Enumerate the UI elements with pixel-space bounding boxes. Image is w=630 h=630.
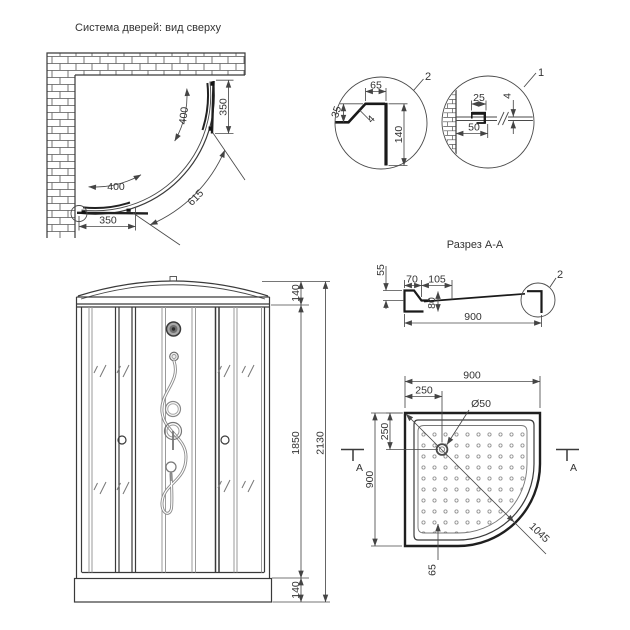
svg-text:900: 900: [463, 370, 481, 382]
svg-text:80: 80: [426, 297, 438, 309]
svg-text:350: 350: [99, 215, 117, 227]
detail-2-drawing: 2 65 35 4 140: [329, 71, 431, 170]
break-symbol: [497, 111, 509, 126]
dim-80: 80: [426, 291, 441, 312]
door-roller: [208, 126, 212, 131]
sliding-door-top: [201, 82, 209, 131]
dim-25: 25: [471, 92, 487, 111]
tray-outline: [403, 411, 542, 548]
svg-text:1045: 1045: [527, 520, 552, 545]
dim-door-bottom-400: 400: [88, 174, 142, 193]
dim-tray-140: 140: [290, 581, 302, 599]
tray-floor: [423, 292, 526, 303]
dim-35: 35: [329, 103, 363, 123]
section-detail-circle: [520, 282, 556, 318]
dim-body-1850: 1850: [290, 431, 302, 455]
svg-text:4: 4: [502, 93, 514, 99]
svg-text:50: 50: [468, 122, 480, 134]
dim-side-bottom-350: 350: [78, 207, 136, 231]
door-handle-left: [117, 435, 127, 445]
svg-text:250: 250: [415, 385, 433, 397]
svg-text:65: 65: [427, 564, 439, 576]
fixed-panel-right: [210, 80, 215, 134]
svg-text:25: 25: [473, 92, 485, 104]
section-marker-right: А: [556, 448, 579, 474]
dim-140: 140: [388, 103, 408, 166]
dim-4: 4: [502, 93, 517, 134]
dim-total-2130: 2130: [315, 431, 327, 455]
dim-70: 70: [404, 274, 422, 297]
section-a-a-drawing: Разрез А-А 2 55 70 105 80: [375, 239, 563, 327]
svg-text:35: 35: [329, 105, 344, 120]
dim-65: 65: [365, 80, 387, 101]
glass-reflection-marks: [93, 364, 255, 495]
svg-text:А: А: [356, 462, 363, 474]
section-title: Разрез А-А: [447, 239, 504, 251]
tray-top-view-drawing: 900 250 Ø50 250 900 1045 65: [341, 370, 579, 576]
detail-1-ref: 1: [538, 67, 544, 79]
glass-panel-lines: [456, 116, 533, 121]
dim-rim-65: 65: [427, 523, 441, 576]
door-roller: [210, 81, 214, 86]
detail-1-drawing: 1 25 4 50: [441, 67, 544, 169]
section-marker-left: А: [341, 448, 364, 474]
dim-4-leader: 4: [359, 109, 378, 126]
dim-tray-900-top: 900: [404, 370, 541, 408]
glass-panels: [88, 307, 262, 573]
svg-text:615: 615: [185, 187, 206, 208]
dim-900-section: 900: [404, 311, 542, 327]
dim-105: 105: [421, 274, 453, 300]
door-roller: [126, 208, 131, 212]
cabin-tray-front: [73, 577, 273, 603]
dim-door-top-400: 400: [174, 88, 191, 142]
svg-text:65: 65: [370, 80, 382, 92]
fixed-panel-bottom: [76, 211, 149, 215]
door-handle-right: [220, 435, 230, 445]
mixer-knob-upper: [164, 400, 182, 418]
svg-text:400: 400: [177, 106, 191, 125]
svg-text:А: А: [570, 462, 577, 474]
svg-text:900: 900: [364, 471, 376, 489]
shower-column: [160, 321, 188, 515]
front-view-dimensions: 140 1850 140 2130: [262, 281, 330, 603]
dim-roof-140: 140: [290, 284, 302, 302]
svg-text:900: 900: [464, 311, 482, 323]
corner-profile: [335, 102, 385, 124]
detail-2-circle: [334, 76, 428, 170]
wall-profile: [470, 111, 486, 124]
svg-text:70: 70: [406, 274, 418, 286]
detail-2-ref: 2: [425, 71, 431, 83]
top-view-title: Система дверей: вид сверху: [75, 22, 221, 34]
front-view-drawing: 140 1850 140 2130: [73, 276, 330, 603]
svg-text:Ø50: Ø50: [471, 398, 491, 410]
tray-floor-antislip: [417, 425, 528, 534]
dim-arc-615: 615: [132, 132, 246, 246]
detail-1-wall: [443, 86, 533, 158]
dim-tray-900-left: 900: [364, 412, 402, 547]
svg-text:400: 400: [107, 181, 125, 193]
dim-50: 50: [455, 122, 489, 138]
dim-side-top-350: 350: [215, 79, 234, 134]
tray-profile-right: [527, 290, 543, 313]
sliding-door-bottom: [82, 201, 131, 209]
roof-vent: [169, 276, 177, 282]
tray-profile-left: [403, 289, 430, 312]
section-detail-ref: 2: [557, 269, 563, 281]
handset-holder: [165, 461, 177, 473]
dim-55: 55: [375, 264, 404, 309]
svg-text:140: 140: [393, 126, 405, 144]
brick-wall: [46, 52, 246, 238]
svg-text:250: 250: [379, 423, 391, 441]
detail-1-circle: [441, 75, 535, 169]
top-view-drawing: Система дверей: вид сверху 350: [46, 22, 246, 246]
svg-text:350: 350: [218, 98, 230, 116]
svg-text:55: 55: [375, 264, 387, 276]
cabin-roof: [77, 276, 269, 300]
door-roller: [81, 210, 86, 214]
svg-text:105: 105: [428, 274, 446, 286]
svg-text:4: 4: [365, 113, 378, 126]
